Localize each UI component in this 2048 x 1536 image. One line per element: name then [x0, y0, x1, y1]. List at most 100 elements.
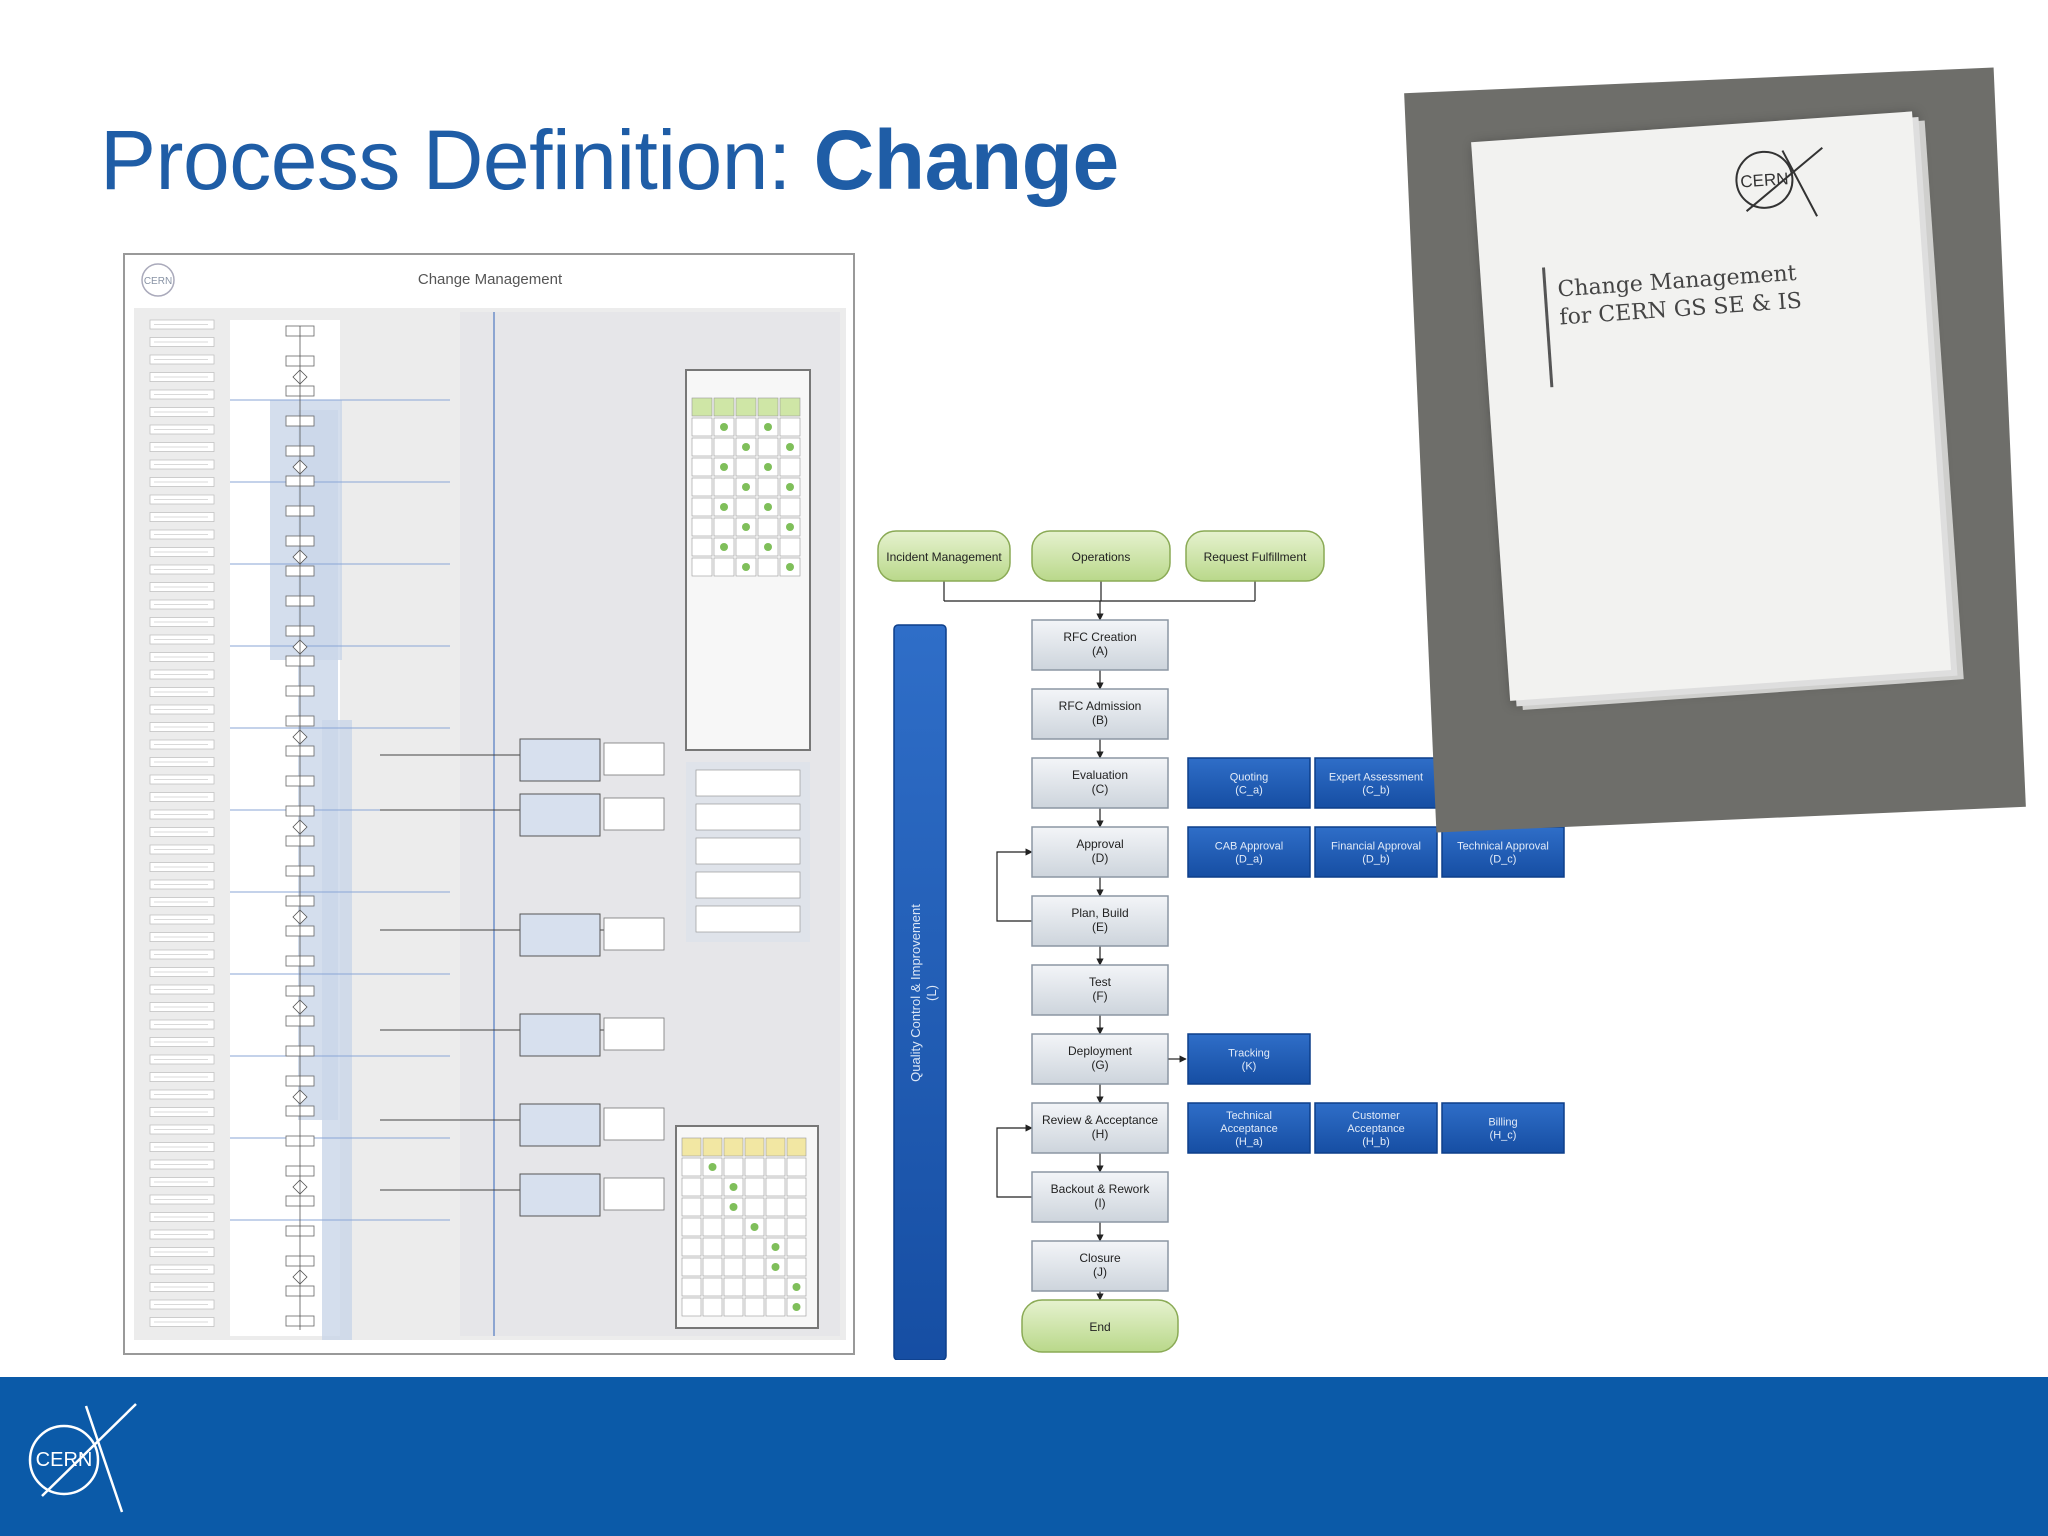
step-label: Backout & Rework(I) [1051, 1182, 1151, 1210]
doc-matrix-cell [786, 1137, 807, 1157]
doc-note-box [603, 1017, 665, 1051]
doc-matrix-cell [681, 1237, 702, 1257]
title-bold: Change [813, 113, 1120, 207]
doc-lane-block [322, 720, 352, 1340]
doc-matrix-cell [765, 1177, 786, 1197]
doc-matrix-cell [757, 397, 779, 417]
doc-matrix-cell [779, 417, 801, 437]
step-label: Evaluation(C) [1072, 768, 1128, 796]
doc-matrix-cell [691, 397, 713, 417]
doc-matrix-cell [723, 1237, 744, 1257]
subprocess-label: Technical Approval(D_c) [1457, 841, 1549, 866]
step-label: Closure(J) [1079, 1251, 1121, 1279]
doc-matrix-cell [744, 1277, 765, 1297]
doc-matrix-cell [765, 1297, 786, 1317]
doc-matrix-cell [735, 497, 757, 517]
input-incident-management: Incident Management [877, 530, 1011, 582]
doc-note-box [603, 797, 665, 831]
doc-note-box [603, 1177, 665, 1211]
doc-matrix-cell [779, 397, 801, 417]
doc-matrix-mark [786, 523, 794, 531]
booklet-photo: CERN Change Management for CERN GS SE & … [1404, 67, 2026, 833]
doc-matrix-cell [744, 1197, 765, 1217]
input-label: Request Fulfillment [1204, 550, 1307, 564]
slide-title: Process Definition: Change [100, 112, 1119, 209]
subprocess-expert-assessment: Expert Assessment(C_b) [1314, 757, 1438, 809]
doc-matrix-cell [786, 1257, 807, 1277]
step-plan-build: Plan, Build(E) [1031, 895, 1169, 947]
doc-matrix-cell [691, 497, 713, 517]
doc-matrix-cell [691, 477, 713, 497]
doc-matrix-cell [786, 1177, 807, 1197]
doc-flow-diagram [285, 325, 810, 1330]
step-label: RFC Creation(A) [1063, 630, 1136, 658]
step-label: Test(F) [1089, 975, 1112, 1003]
input-request-fulfillment: Request Fulfillment [1185, 530, 1325, 582]
doc-matrix-cell [702, 1137, 723, 1157]
step-rfc-creation: RFC Creation(A) [1031, 619, 1169, 671]
doc-legend-row [695, 905, 801, 933]
doc-matrix-cell [713, 437, 735, 457]
doc-matrix-mark [786, 483, 794, 491]
doc-matrix-cell [681, 1177, 702, 1197]
end-label: End [1089, 1320, 1110, 1334]
step-label: Review & Acceptance(H) [1042, 1113, 1158, 1141]
doc-matrix-mark [720, 423, 728, 431]
cern-footer-logo: CERN [28, 1403, 137, 1513]
doc-matrix-cell [681, 1217, 702, 1237]
doc-matrix-cell [723, 1257, 744, 1277]
booklet-cover: CERN Change Management for CERN GS SE & … [1471, 111, 1952, 701]
doc-subprocess-box [519, 913, 601, 957]
doc-matrix-mark [764, 463, 772, 471]
doc-matrix-cell [757, 437, 779, 457]
doc-matrix-cell [735, 457, 757, 477]
doc-matrix-cell [723, 1157, 744, 1177]
doc-matrix-mark [764, 543, 772, 551]
doc-matrix-cell [757, 517, 779, 537]
doc-logo: CERN [141, 263, 175, 297]
doc-activity-list [149, 319, 215, 1327]
doc-matrix-cell [691, 557, 713, 577]
doc-matrix-cell [713, 557, 735, 577]
doc-matrix-top [685, 369, 811, 751]
doc-matrix-cell [681, 1137, 702, 1157]
doc-matrix-cell [713, 397, 735, 417]
doc-matrix-cell [786, 1237, 807, 1257]
doc-subprocess-box [519, 738, 601, 782]
step-review-acceptance: Review & Acceptance(H) [1031, 1102, 1169, 1154]
subprocess-tracking: Tracking(K) [1187, 1033, 1311, 1085]
doc-matrix-cell [723, 1137, 744, 1157]
doc-matrix-cell [735, 397, 757, 417]
doc-matrix-mark [742, 483, 750, 491]
doc-note-box [603, 917, 665, 951]
doc-legend-row [695, 769, 801, 797]
doc-matrix-cell [702, 1277, 723, 1297]
doc-matrix-cell [691, 517, 713, 537]
doc-matrix-cell [681, 1257, 702, 1277]
doc-matrix-mark [792, 1283, 801, 1291]
doc-subprocess-box [519, 1173, 601, 1217]
doc-note-box [603, 742, 665, 776]
doc-matrix-mark [764, 423, 772, 431]
subprocess-billing: Billing(H_c) [1441, 1102, 1565, 1154]
doc-matrix-cell [779, 457, 801, 477]
doc-matrix-bottom [675, 1125, 819, 1329]
doc-matrix-cell [735, 537, 757, 557]
doc-matrix-mark [729, 1183, 738, 1191]
doc-matrix-cell [702, 1297, 723, 1317]
subprocess-label: Quoting(C_a) [1230, 772, 1269, 797]
doc-matrix-cell [713, 517, 735, 537]
subprocess-label: Tracking(K) [1228, 1048, 1270, 1073]
doc-matrix-mark [786, 443, 794, 451]
process-document-thumbnail: CERN Change Management [123, 253, 855, 1355]
doc-matrix-cell [744, 1157, 765, 1177]
change-process-flow: Quality Control & Improvement(L) Inciden… [877, 530, 1565, 1360]
doc-matrix-cell [681, 1297, 702, 1317]
doc-matrix-cell [702, 1217, 723, 1237]
doc-matrix-mark [708, 1163, 717, 1171]
subprocess-label: Financial Approval(D_b) [1331, 841, 1421, 866]
